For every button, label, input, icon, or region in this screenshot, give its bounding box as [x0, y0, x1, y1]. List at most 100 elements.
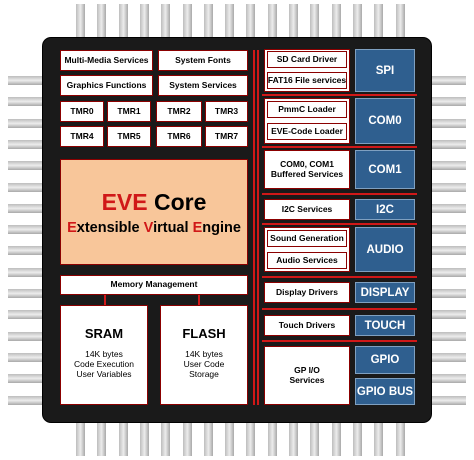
chip-pin [428, 395, 466, 405]
bus-line [257, 50, 259, 405]
system-fonts-block: System Fonts [158, 50, 248, 71]
chip-pin [352, 4, 362, 42]
i2c-port: I2C [355, 199, 415, 220]
chip-pin [310, 418, 320, 456]
chip-pin [203, 4, 213, 42]
display-drivers-block: Display Drivers [264, 282, 350, 303]
touch-drivers-block: Touch Drivers [264, 315, 350, 336]
core-title: EVE Core [101, 188, 207, 215]
chip-pin [8, 246, 46, 256]
chip-pin [8, 203, 46, 213]
chip-pin [246, 4, 256, 42]
multimedia-services-block: Multi-Media Services [60, 50, 153, 71]
chip-pin [8, 161, 46, 171]
chip-pin [8, 310, 46, 320]
chip-pin [428, 352, 466, 362]
chip-pin [428, 76, 466, 85]
spi-port: SPI [355, 49, 415, 92]
chip-pin [8, 97, 46, 107]
row-separator [262, 308, 417, 310]
gpio-services-block: GP I/O Services [264, 346, 350, 405]
gpio-port: GPIO [355, 346, 415, 374]
chip-pin [352, 418, 362, 456]
timer-block: TMR7 [205, 126, 248, 147]
chip-pin [161, 4, 171, 42]
eve-core-block: EVE Core Extensible Virtual Engine [60, 159, 248, 265]
row-separator [262, 94, 417, 96]
chip-pin [8, 267, 46, 277]
timer-block: TMR4 [60, 126, 104, 147]
chip-pin [225, 4, 235, 42]
timer-block: TMR3 [205, 101, 248, 122]
chip-pin [428, 246, 466, 256]
com0-port: COM0 [355, 98, 415, 144]
chip-pin [139, 4, 149, 42]
sram-title: SRAM [84, 326, 124, 341]
pmmc-loader-block: PmmC Loader [267, 101, 347, 118]
chip-pin [182, 418, 192, 456]
chip-pin [267, 4, 277, 42]
chip-pin [428, 139, 466, 149]
memory-management-block: Memory Management [60, 275, 248, 295]
chip-pin [246, 418, 256, 456]
touch-port: TOUCH [355, 315, 415, 336]
timer-block: TMR1 [107, 101, 151, 122]
chip-pin [428, 289, 466, 298]
system-services-block: System Services [158, 75, 248, 96]
com-buffered-services-block: COM0, COM1 Buffered Services [264, 150, 350, 189]
audio-port: AUDIO [355, 227, 415, 272]
chip-pin [331, 4, 341, 42]
chip-pin [118, 4, 128, 42]
row-separator [262, 193, 417, 195]
chip-pin [428, 331, 466, 341]
row-separator [262, 146, 417, 148]
memory-connector [198, 295, 200, 305]
chip-pin [8, 76, 46, 85]
chip-pin [8, 289, 46, 298]
chip-pin [76, 4, 85, 42]
sd-card-driver-block: SD Card Driver [267, 51, 347, 68]
chip-pin [310, 4, 320, 42]
chip-pin [428, 118, 466, 128]
timer-block: TMR2 [156, 101, 202, 122]
chip-pin [97, 418, 107, 456]
chip-pin [118, 418, 128, 456]
i2c-services-block: I2C Services [264, 199, 350, 220]
chip-pin [428, 374, 466, 384]
chip-pin [8, 352, 46, 362]
row-separator [262, 340, 417, 342]
audio-services-block: Audio Services [267, 252, 347, 269]
chip-pin [161, 418, 171, 456]
row-separator [262, 276, 417, 278]
chip-pin [182, 4, 192, 42]
chip-pin [428, 267, 466, 277]
chip-pin [203, 418, 213, 456]
chip-pin [8, 225, 46, 235]
chip-pin [8, 139, 46, 149]
display-port: DISPLAY [355, 282, 415, 303]
chip-pin [428, 182, 466, 192]
row-separator [262, 223, 417, 225]
chip-pin [428, 310, 466, 320]
eve-code-loader-block: EVE-Code Loader [267, 123, 347, 140]
core-subtitle: Extensible Virtual Engine [67, 219, 241, 236]
chip-pin [139, 418, 149, 456]
chip-pin [374, 418, 384, 456]
timer-block: TMR5 [107, 126, 151, 147]
chip-pin [289, 418, 298, 456]
memory-connector [104, 295, 106, 305]
chip-pin [8, 118, 46, 128]
chip-pin [8, 395, 46, 405]
flash-title: FLASH [182, 326, 226, 341]
chip-pin [8, 182, 46, 192]
chip-pin [395, 418, 405, 456]
chip-pin [428, 225, 466, 235]
chip-pin [395, 4, 405, 42]
sound-generation-block: Sound Generation [267, 230, 347, 247]
timer-block: TMR6 [156, 126, 202, 147]
gpio-bus-port: GPIO BUS [355, 378, 415, 405]
